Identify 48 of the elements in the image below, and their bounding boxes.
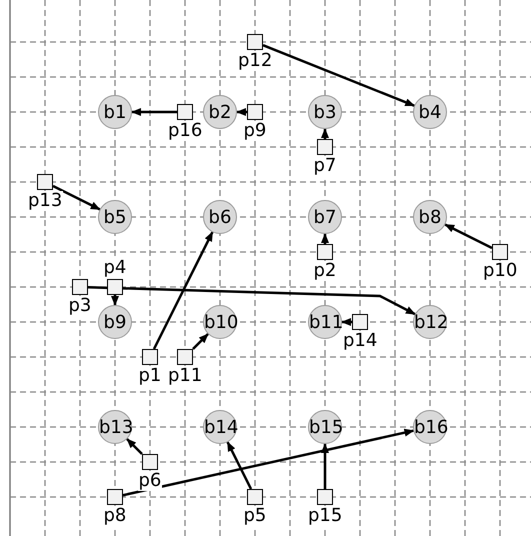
- circle-node: b13: [98, 410, 132, 444]
- node-label: p16: [168, 120, 202, 141]
- circle-node: b15: [308, 410, 342, 444]
- node-label: p8: [104, 505, 126, 526]
- arrow: [444, 223, 493, 250]
- arrow: [122, 428, 414, 496]
- circle-node: b16: [413, 410, 447, 444]
- circle-node: b7: [308, 200, 342, 234]
- node-label: p6: [138, 470, 162, 491]
- arrow: [88, 286, 416, 316]
- circle-node: b2: [203, 95, 237, 129]
- circle-node: b1: [98, 95, 132, 129]
- circle-node: b4: [413, 95, 447, 129]
- arrow: [226, 441, 252, 490]
- node-label: p14: [343, 330, 378, 351]
- arrow: [52, 184, 101, 211]
- node-label: p1: [138, 365, 162, 386]
- arrow: [321, 128, 329, 139]
- arrow: [321, 233, 329, 244]
- arrow: [262, 44, 416, 107]
- circle-node: b12: [413, 305, 447, 339]
- arrow: [126, 438, 143, 455]
- node-label: p9: [244, 120, 266, 141]
- node-label: p7: [314, 155, 336, 176]
- arrow: [131, 108, 177, 116]
- circle-node: b3: [308, 95, 342, 129]
- arrow: [111, 295, 119, 306]
- arrow: [321, 443, 329, 489]
- arrow: [152, 231, 214, 350]
- circle-node: b9: [98, 305, 132, 339]
- node-label: p5: [244, 505, 266, 526]
- node-label: p4: [104, 257, 126, 278]
- circle-node: b6: [203, 200, 237, 234]
- node-label: p13: [28, 190, 62, 211]
- circle-node: b8: [413, 200, 447, 234]
- node-label: p3: [68, 295, 92, 316]
- node-label: p2: [314, 260, 336, 281]
- node-label: p12: [238, 50, 272, 71]
- node-label: p11: [168, 365, 202, 386]
- arrow: [236, 108, 247, 116]
- arrow: [341, 318, 352, 326]
- node-label: p15: [308, 505, 342, 526]
- circle-node: b11: [308, 305, 342, 339]
- arrow: [192, 333, 209, 350]
- circle-node: b5: [98, 200, 132, 234]
- node-label: p10: [483, 260, 518, 281]
- circle-node: b10: [203, 305, 237, 339]
- circle-node: b14: [203, 410, 237, 444]
